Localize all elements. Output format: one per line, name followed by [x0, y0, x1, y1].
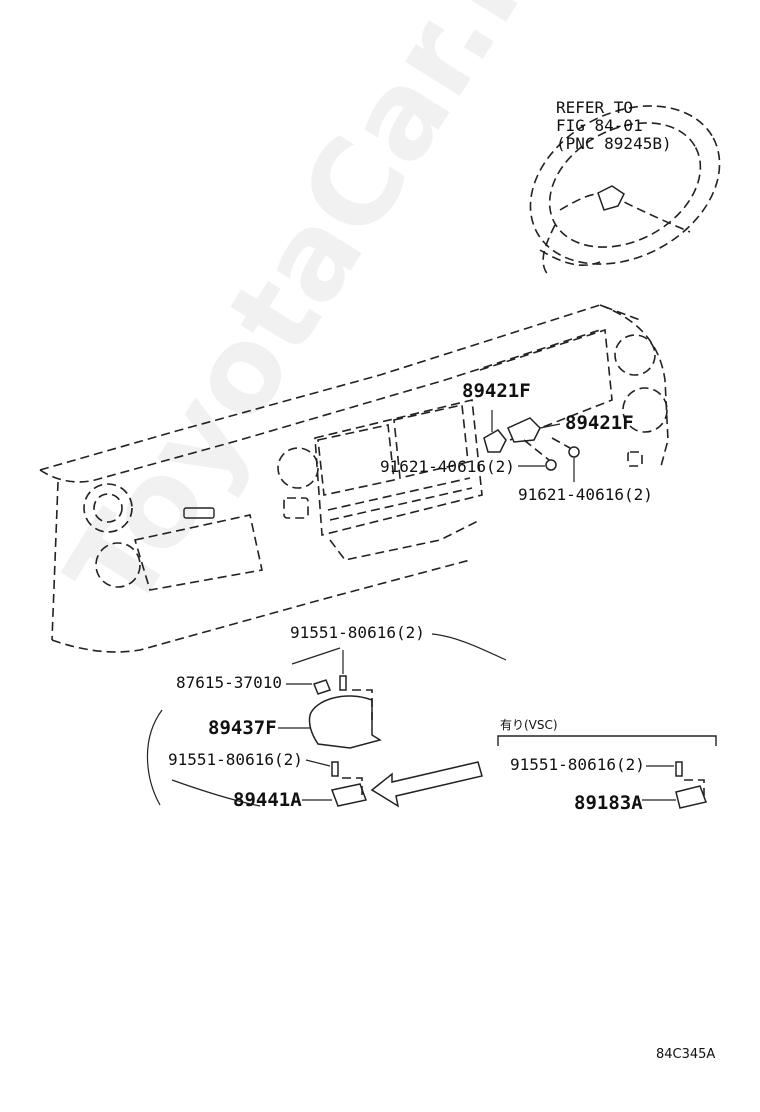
- dashboard-sensor-left: [483, 410, 507, 453]
- cover: [278, 689, 382, 749]
- screw-top: [339, 650, 347, 691]
- label-bolt-left: 91621-40616(2): [380, 457, 515, 476]
- reference-line-2: FIG 84-01: [556, 116, 643, 135]
- reference-line-1: REFER TO: [556, 98, 634, 117]
- clip: [286, 647, 341, 695]
- bolt-left: [518, 439, 557, 471]
- label-bracket: 89441A: [233, 789, 302, 811]
- label-cover: 89437F: [208, 717, 277, 739]
- leader-curve-left: [146, 709, 163, 806]
- bolt-right: [551, 437, 580, 482]
- vsc-sensor: [642, 779, 708, 809]
- label-sensor-right: 89421F: [565, 412, 634, 434]
- reference-line-3: (PNC 89245B): [556, 134, 672, 153]
- label-clip: 87615-37010: [176, 673, 282, 692]
- dashboard-sensor-right: [507, 417, 561, 443]
- label-bolt-right: 91621-40616(2): [518, 485, 653, 504]
- label-screw-lower: 91551-80616(2): [168, 750, 303, 769]
- vsc-option-box: [497, 735, 717, 746]
- screw-lower: [305, 759, 339, 777]
- label-screw-top: 91551-80616(2): [290, 623, 425, 642]
- label-vsc-sensor: 89183A: [574, 792, 643, 814]
- vsc-screw: [646, 761, 683, 777]
- label-vsc-note: 有り(VSC): [500, 718, 558, 732]
- leader-curve-bracket: [171, 779, 261, 807]
- leader-curve-top: [431, 633, 507, 661]
- instrument-panel: [39, 304, 669, 653]
- bracket: [302, 777, 368, 807]
- direction-arrow: [370, 761, 483, 808]
- label-vsc-screw: 91551-80616(2): [510, 755, 645, 774]
- label-sensor-left: 89421F: [462, 380, 531, 402]
- figure-code: 84C345A: [656, 1047, 716, 1062]
